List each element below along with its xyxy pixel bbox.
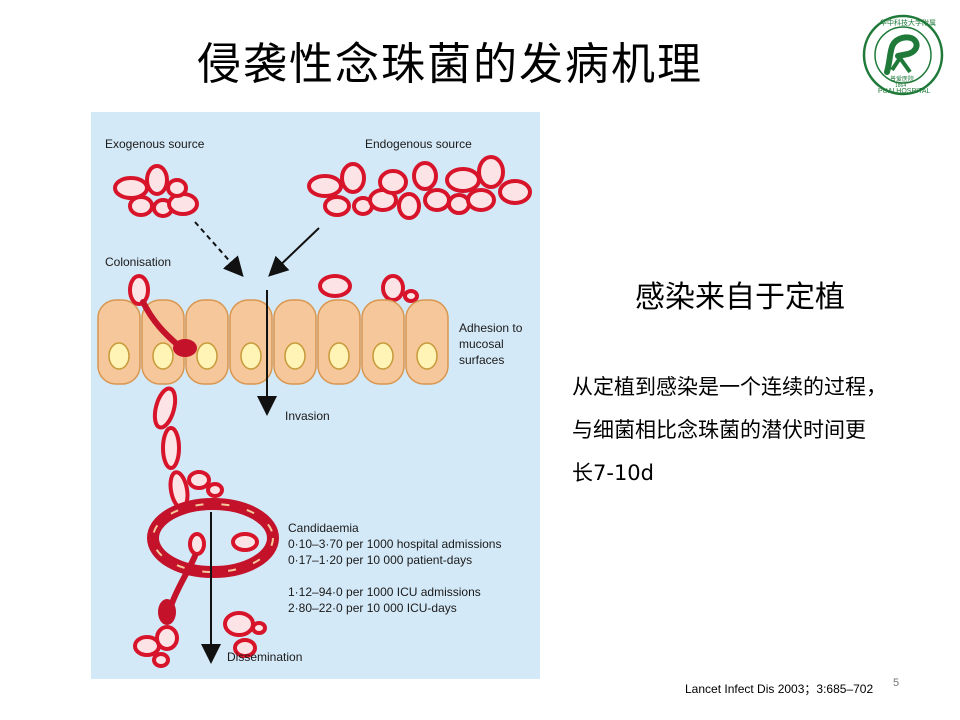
hospital-logo: P 华中科技大学附属 普爱医院 1864 PUAI HOSPITAL [862,14,944,96]
dissemination-label: Dissemination [227,650,303,664]
slide-body: 从定植到感染是一个连续的过程， 与细菌相比念珠菌的潜伏时间更 长7-10d [572,366,942,495]
invading-hypha [128,274,197,357]
logo-center-text: 普爱医院 [890,77,915,83]
bloodstream-yeasts [188,532,259,556]
adhering-yeasts [318,274,419,303]
body-line-1: 从定植到感染是一个连续的过程， [572,375,887,399]
adhesion-label-line3: surfaces [459,353,505,367]
adhesion-label-line2: mucosal [459,337,504,351]
page-number: 5 [893,677,900,689]
endogenous-yeast-cluster [307,155,532,220]
body-line-3: 长7-10d [572,461,654,485]
candidaemia-stat-2: 0·17–1·20 per 10 000 patient-days [288,553,473,567]
logo-text-top: 华中科技大学附属 [880,20,936,27]
logo-text-bottom: PUAI HOSPITAL [878,88,931,95]
body-line-2: 与细菌相比念珠菌的潜伏时间更 [572,418,866,442]
yeast-chain [152,386,224,510]
candidaemia-stat-4: 2·80–22·0 per 10 000 ICU-days [288,601,457,615]
endogenous-label: Endogenous source [365,137,472,151]
candidaemia-stat-3: 1·12–94·0 per 1000 ICU admissions [288,585,481,599]
invasion-label: Invasion [285,409,330,423]
exogenous-yeast-cluster [113,164,199,218]
logo-emblem [862,14,944,96]
logo-year: 1864 [895,83,907,89]
blood-vessel [147,498,279,578]
candidaemia-label: Candidaemia [288,521,359,535]
slide-title: 侵袭性念珠菌的发病机理 [197,39,703,90]
citation: Lancet Infect Dis 2003；3:685–702 [685,682,874,696]
candidaemia-stat-1: 0·10–3·70 per 1000 hospital admissions [288,537,502,551]
exogenous-arrow [194,221,244,277]
disseminated-yeasts [133,611,267,668]
slide-subtitle: 感染来自于定植 [635,280,845,315]
exogenous-label: Exogenous source [105,137,205,151]
pathogenesis-diagram [97,155,532,668]
colonisation-label: Colonisation [105,255,172,269]
endogenous-arrow [268,227,320,277]
adhesion-label-line1: Adhesion to [459,321,523,335]
epithelial-layer [97,299,449,385]
disseminating-hypha [158,553,198,625]
pathogenesis-figure: Exogenous source Endogenous source Colon… [91,112,540,679]
